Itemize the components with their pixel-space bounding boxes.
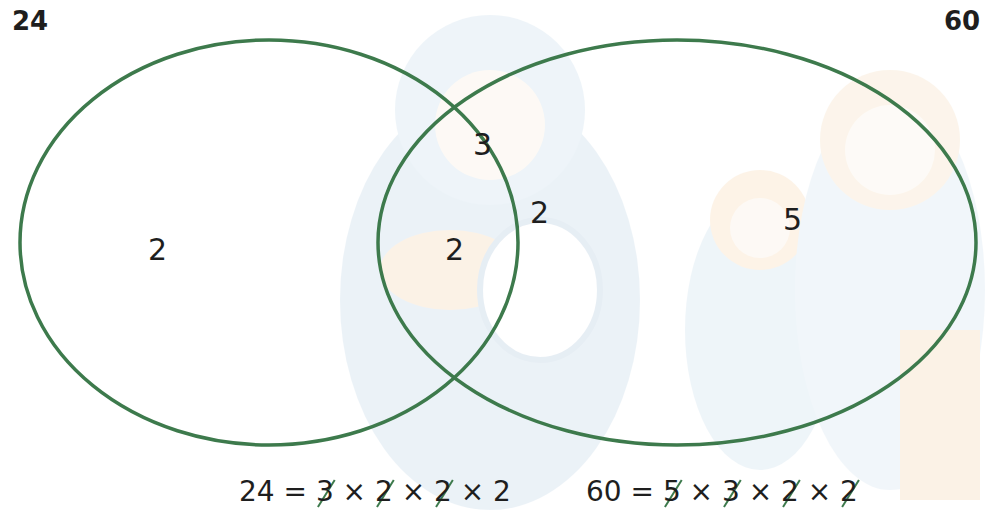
factor-equation: 60 = 5 × 3 × 2 × 2 <box>586 478 858 506</box>
set-title: 24 <box>12 8 48 34</box>
factor-number: 2 <box>530 198 549 228</box>
set-circle: 605 <box>376 38 978 447</box>
factor-number: 3 <box>473 130 492 160</box>
factor-number: 2 <box>148 235 167 265</box>
factor-number: 5 <box>783 205 802 235</box>
circle-outline <box>376 38 978 447</box>
set-circle: 242 <box>18 38 520 447</box>
factor-equation: 24 = 3 × 2 × 2 × 2 <box>239 478 511 506</box>
set-title: 60 <box>944 8 980 34</box>
factor-number: 2 <box>445 235 464 265</box>
circle-outline <box>18 38 520 447</box>
